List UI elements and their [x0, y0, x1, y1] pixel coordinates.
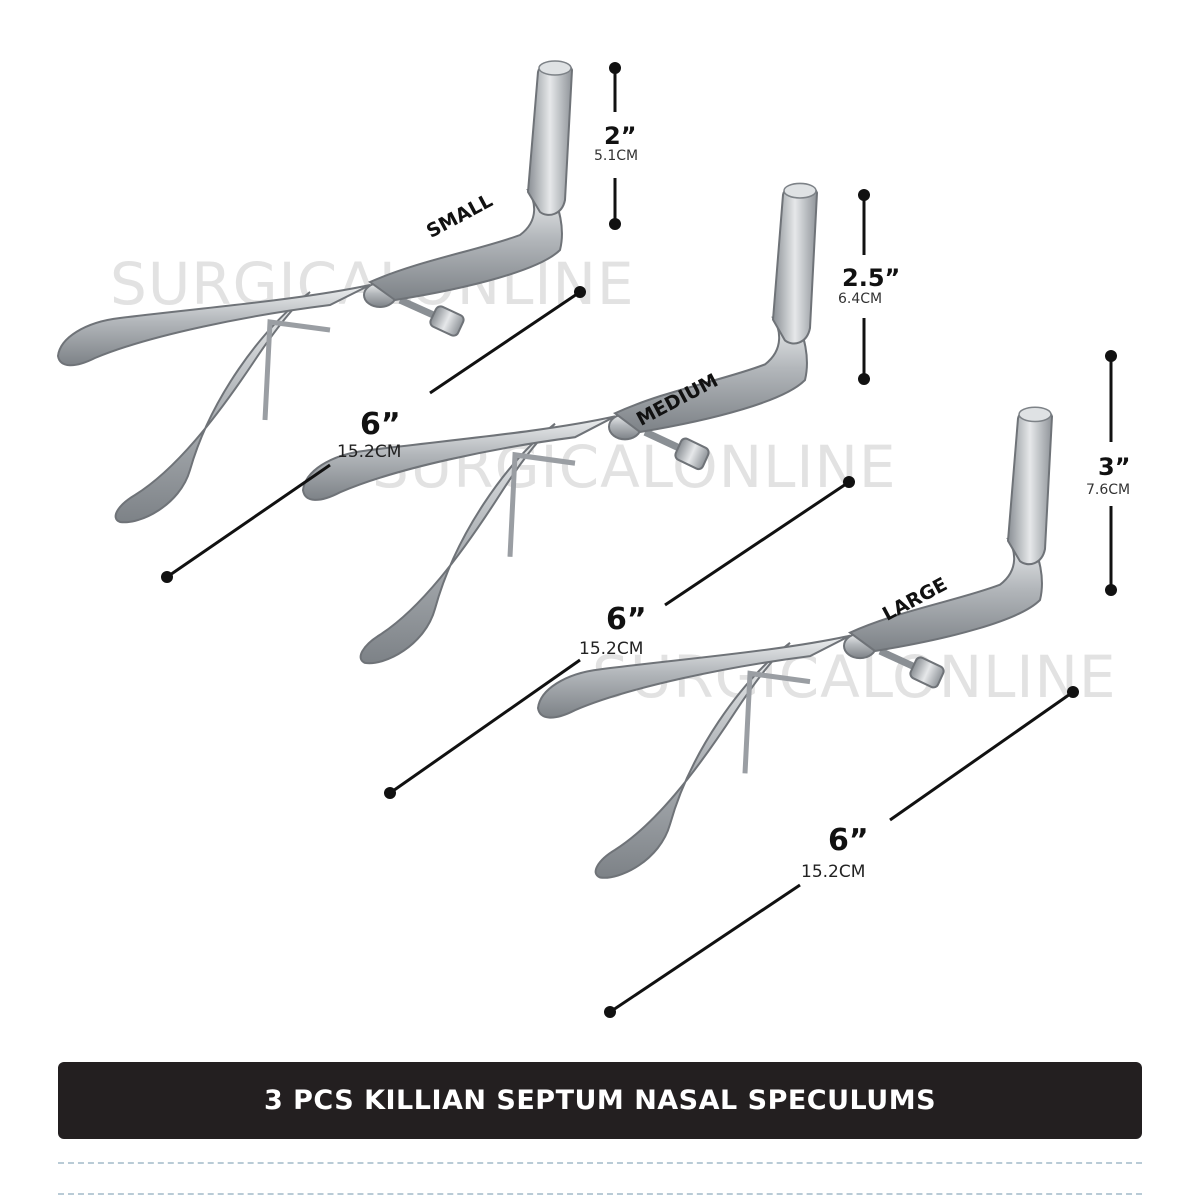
- blade-length-inches-large: 3”: [1098, 453, 1131, 481]
- speculum-small: [58, 61, 572, 522]
- dimension-line-large-length: [604, 686, 1079, 1018]
- blade-length-cm-medium: 6.4CM: [838, 291, 883, 307]
- dimension-line-medium-length: [384, 476, 855, 799]
- overall-length-cm-medium: 15.2CM: [579, 639, 644, 659]
- title-banner: 3 PCS KILLIAN SEPTUM NASAL SPECULUMS: [58, 1062, 1142, 1139]
- blade-length-cm-small: 5.1CM: [594, 148, 639, 164]
- blade-length-cm-large: 7.6CM: [1086, 482, 1131, 498]
- blade-length-inches-small: 2”: [604, 122, 637, 150]
- blade-length-inches-medium: 2.5”: [842, 264, 901, 292]
- overall-length-inches-medium: 6”: [606, 602, 647, 637]
- overall-length-inches-large: 6”: [828, 823, 869, 858]
- overall-length-cm-small: 15.2CM: [337, 442, 402, 462]
- dimension-line-large-blade: [1105, 350, 1117, 596]
- divider-dashed: [58, 1193, 1142, 1195]
- product-title: 3 PCS KILLIAN SEPTUM NASAL SPECULUMS: [263, 1085, 937, 1116]
- dimension-line-small-blade: [609, 62, 621, 230]
- overall-length-inches-small: 6”: [360, 407, 401, 442]
- dimension-line-small-length: [161, 286, 586, 583]
- divider-dashed: [58, 1162, 1142, 1164]
- overall-length-cm-large: 15.2CM: [801, 862, 866, 882]
- dimension-line-medium-blade: [858, 189, 870, 385]
